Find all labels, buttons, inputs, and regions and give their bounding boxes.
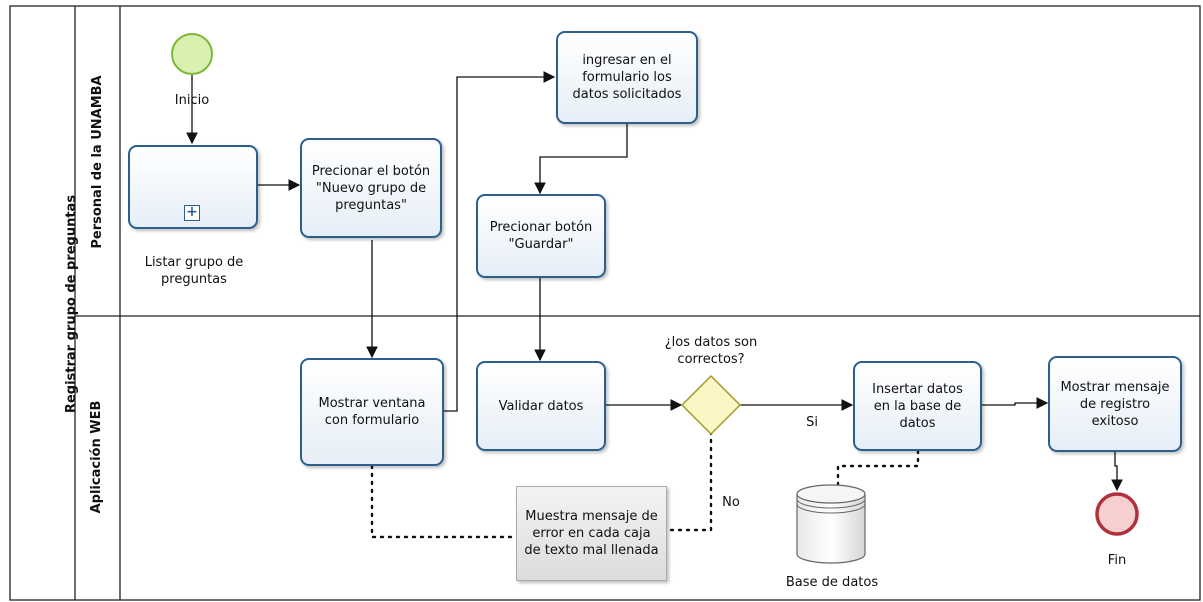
flow-insertar-to-mensaje bbox=[982, 397, 1049, 409]
lane-label-personal: Personal de la UNAMBA bbox=[90, 75, 105, 249]
expand-plus-icon[interactable]: + bbox=[184, 205, 200, 221]
pool-border bbox=[9, 5, 1201, 601]
start-event bbox=[171, 33, 213, 75]
task-insertar-datos[interactable]: Insertar datos en la base de datos bbox=[853, 361, 982, 451]
error-message-annotation: Muestra mensaje de error en cada caja de… bbox=[516, 486, 667, 581]
lane-label-web: Aplicación WEB bbox=[89, 400, 104, 514]
association-mostrar-annotation bbox=[370, 464, 517, 539]
task-validar-datos[interactable]: Validar datos bbox=[476, 361, 606, 451]
task-precionar-nuevo[interactable]: Precionar el botón "Nuevo grupo de pregu… bbox=[300, 138, 442, 238]
pool-label: Registrar grupo de preguntas bbox=[64, 194, 79, 414]
gateway-label: ¿los datos son correctos? bbox=[664, 335, 758, 367]
datastore-label: Base de datos bbox=[785, 575, 879, 590]
association-gateway-annotation bbox=[666, 430, 713, 532]
flow-label-no: No bbox=[722, 495, 740, 510]
association-insertar-datastore bbox=[836, 449, 920, 487]
task-listar-subprocess[interactable]: + bbox=[128, 145, 258, 229]
task-mostrar-mensaje[interactable]: Mostrar mensaje de registro exitoso bbox=[1048, 356, 1182, 452]
task-mostrar-ventana[interactable]: Mostrar ventana con formulario bbox=[300, 358, 444, 466]
task-ingresar-formulario[interactable]: ingresar en el formulario los datos soli… bbox=[556, 31, 698, 124]
task-listar-label: Listar grupo de preguntas bbox=[144, 255, 244, 287]
start-event-label: Inicio bbox=[174, 93, 210, 108]
flow-mostrar-to-ingresar bbox=[444, 71, 556, 412]
task-precionar-guardar[interactable]: Precionar botón "Guardar" bbox=[476, 194, 606, 278]
datastore-icon bbox=[796, 484, 866, 564]
flow-mensaje-to-end bbox=[1111, 452, 1123, 492]
flow-ingresar-to-guardar bbox=[534, 124, 628, 195]
end-event bbox=[1095, 492, 1139, 536]
gateway-diamond bbox=[680, 374, 742, 436]
flow-label-si: Si bbox=[806, 415, 818, 430]
end-event-label: Fin bbox=[1107, 553, 1127, 568]
